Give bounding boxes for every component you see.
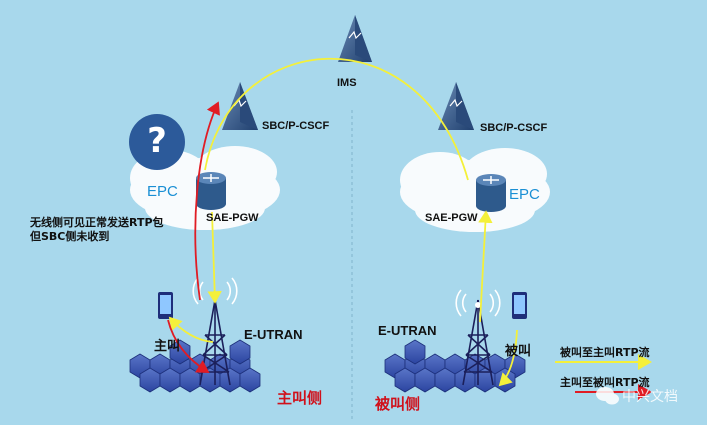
yellow-arc	[204, 57, 469, 181]
epc-right-label: EPC	[509, 186, 540, 203]
hex-grid-right	[384, 339, 526, 393]
pgw-left-label: SAE-PGW	[206, 212, 259, 224]
yellow-phone-right-to-tower	[498, 329, 518, 387]
yellow-pgw-left-down	[207, 211, 222, 304]
router-right-icon	[476, 174, 506, 212]
red-up-to-sbc	[194, 101, 220, 301]
epc-left-label: EPC	[147, 183, 178, 200]
callee-side-label: 被叫侧	[375, 395, 421, 413]
note-line1: 无线侧可见正常发送RTP包	[30, 216, 164, 229]
router-left-icon	[196, 172, 226, 210]
note-line2: 但SBC侧未收到	[30, 230, 110, 243]
question-circle	[129, 114, 185, 170]
yellow-left-to-phone	[168, 316, 214, 343]
red-phone-to-tower	[167, 319, 210, 373]
caller-side-label: 主叫侧	[277, 389, 323, 407]
question-mark: ?	[147, 121, 167, 161]
legend-caller-to-callee: 主叫至被叫RTP流	[560, 376, 650, 389]
yellow-right-up	[478, 210, 493, 323]
sbc-right-label: SBC/P-CSCF	[480, 122, 548, 134]
caller-label: 主叫	[154, 338, 181, 353]
wechat-watermark-icon	[596, 387, 619, 405]
callee-label: 被叫	[505, 343, 532, 358]
sbc-right-pyramid-icon	[438, 82, 474, 130]
phone-left-icon	[158, 292, 173, 319]
eutran-left-label: E-UTRAN	[244, 327, 303, 342]
ims-label: IMS	[337, 77, 357, 89]
legend-callee-to-caller: 被叫至主叫RTP流	[560, 346, 650, 359]
pgw-right-label: SAE-PGW	[425, 212, 478, 224]
watermark-text: 中兴文档	[622, 389, 678, 405]
sbc-left-pyramid-icon	[222, 82, 258, 130]
hex-grid-left	[129, 339, 261, 393]
sbc-left-label: SBC/P-CSCF	[262, 120, 330, 132]
phone-right-icon	[512, 292, 527, 319]
ims-pyramid-icon	[338, 15, 372, 62]
eutran-right-label: E-UTRAN	[378, 323, 437, 338]
